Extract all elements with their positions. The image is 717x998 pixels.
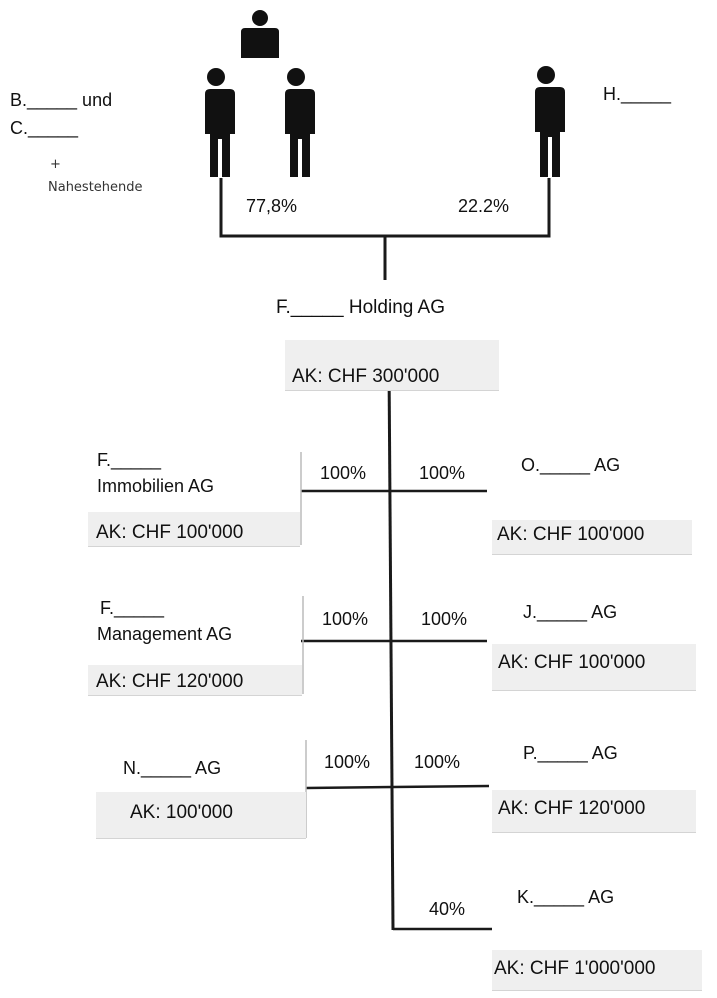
right-sub-1-capital: AK: CHF 100'000: [497, 524, 645, 545]
right-sub-box-1: [492, 520, 692, 555]
right-sub-3-name: P._____ AG: [523, 743, 618, 763]
person-icon: [282, 68, 315, 177]
holding-name: F._____ Holding AG: [276, 297, 446, 318]
right-sub-box-4: [492, 950, 702, 991]
branch-row-3: [305, 784, 490, 790]
holding-box: [285, 340, 499, 391]
shareholder-h-label: H._____: [603, 84, 672, 104]
plus-sign: +: [50, 157, 61, 172]
left-sub-3-pct: 100%: [324, 752, 371, 772]
left-sub-1-name-2: Immobilien AG: [97, 476, 215, 496]
left-ownership-pct: 77,8%: [246, 196, 298, 216]
left-sub-box-2: [88, 665, 302, 696]
right-sub-2-name: J._____ AG: [523, 602, 618, 622]
shareholder-b-label: B._____ und: [10, 90, 113, 110]
right-ownership-pct: 22.2%: [458, 196, 510, 216]
shareholder-c-label: C._____: [10, 118, 79, 138]
person-icon: [202, 68, 235, 177]
person-icon: [241, 10, 279, 58]
main-trunk: [387, 363, 395, 931]
right-sub-4-pct: 40%: [429, 899, 466, 919]
right-sub-3-pct: 100%: [414, 752, 461, 772]
holding-capital: AK: CHF 300'000: [292, 366, 440, 387]
right-sub-box-2: [492, 644, 696, 691]
left-sub-2-capital: AK: CHF 120'000: [96, 671, 244, 692]
left-sub-2-name: F._____: [100, 598, 165, 618]
related-parties-label: Nahestehende: [48, 180, 143, 195]
right-sub-1-name: O._____ AG: [521, 455, 621, 475]
right-sub-3-capital: AK: CHF 120'000: [498, 798, 646, 819]
left-sub-3-capital: AK: 100'000: [130, 802, 233, 823]
right-sub-2-capital: AK: CHF 100'000: [498, 652, 646, 673]
right-sub-box-3: [492, 790, 696, 833]
person-icon: [532, 66, 565, 177]
left-sub-1-capital: AK: CHF 100'000: [96, 522, 244, 543]
left-sub-3-name: N._____ AG: [123, 758, 222, 778]
right-sub-1-pct: 100%: [419, 463, 466, 483]
left-sub-1-pct: 100%: [320, 463, 367, 483]
left-sub-2-name-2: Management AG: [97, 624, 233, 644]
right-sub-4-name: K._____ AG: [517, 887, 615, 907]
left-sub-2-pct: 100%: [322, 609, 369, 629]
left-sub-1-name: F._____: [97, 450, 162, 470]
right-sub-2-pct: 100%: [421, 609, 468, 629]
right-sub-4-capital: AK: CHF 1'000'000: [494, 958, 656, 979]
left-sub-box-3: [96, 792, 306, 839]
left-sub-box-1: [88, 512, 300, 547]
